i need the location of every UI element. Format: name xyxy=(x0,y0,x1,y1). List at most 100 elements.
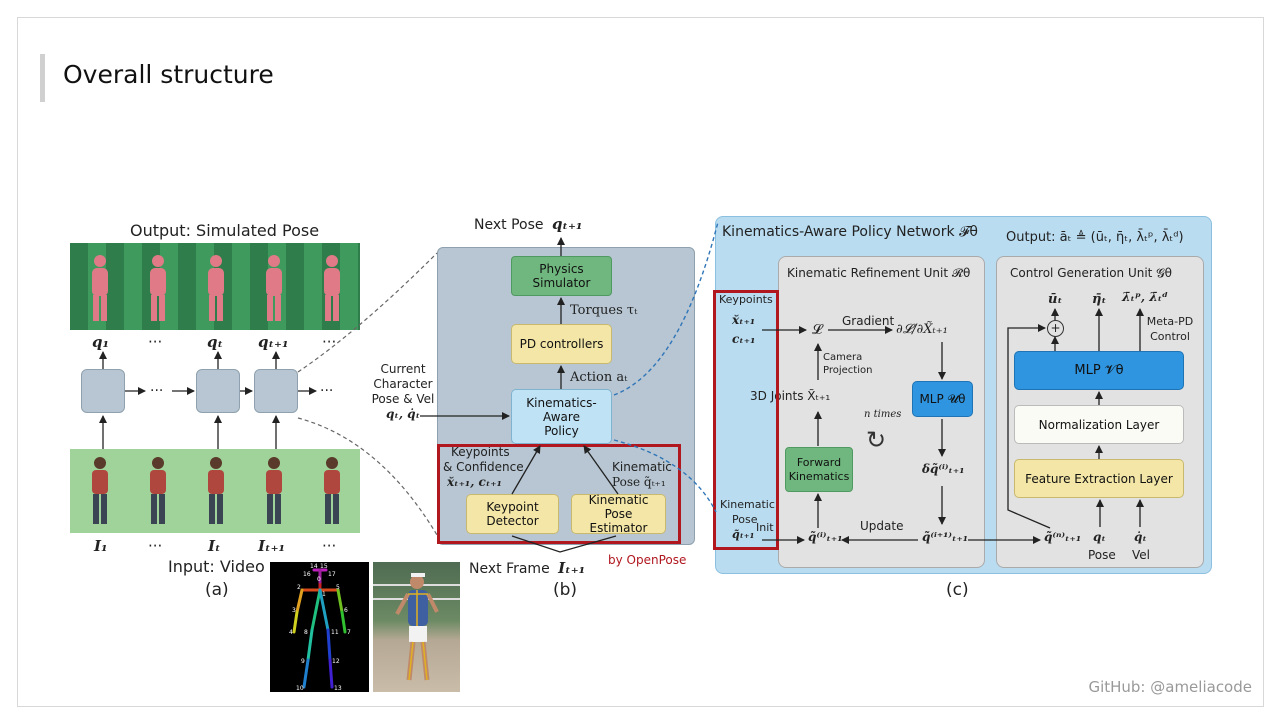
control-unit-title: Control Generation Unit 𝓖θ xyxy=(1010,266,1172,280)
keypoints-symbol-c: cₜ₊₁ xyxy=(732,332,756,346)
skeleton-num-12: 12 xyxy=(332,658,340,665)
q-label-dots-1: ··· xyxy=(148,333,163,351)
rnn-cell-t1 xyxy=(254,369,298,413)
rnn-cell-1 xyxy=(81,369,125,413)
skeleton-num-8: 8 xyxy=(304,629,308,636)
keypoints-confidence-label: Keypoints & Confidence x̆ₜ₊₁, cₜ₊₁ xyxy=(443,445,524,490)
simulated-figures xyxy=(92,255,340,321)
rnn-dots-1: ··· xyxy=(150,383,164,399)
title-accent-bar xyxy=(40,54,45,102)
skeleton-drawing: 14 15 16 17 0 1 2 5 3 6 4 7 8 11 9 12 10… xyxy=(289,563,351,692)
skeleton-num-17: 17 xyxy=(328,571,336,578)
physics-simulator-box: Physics Simulator xyxy=(511,256,612,296)
delta-q-symbol: δq̃⁽ⁱ⁾ₜ₊₁ xyxy=(922,462,965,476)
i-label-t1: Iₜ₊₁ xyxy=(258,537,286,555)
forward-kinematics-box: Forward Kinematics xyxy=(785,447,853,492)
kinematic-pose-label-c: Kinematic Pose q̃ₜ₊₁ xyxy=(720,497,775,542)
loss-symbol: 𝓛 xyxy=(812,322,823,338)
output-lambda-symbol: λ̄ₜᵖ, λ̄ₜᵈ xyxy=(1122,290,1169,304)
next-frame-text: Next Frame xyxy=(469,561,550,577)
next-pose-text: Next Pose xyxy=(474,217,544,233)
loop-arrow-icon: ↻ xyxy=(866,426,887,454)
output-u-symbol: ūₜ xyxy=(1048,292,1063,307)
current-line1: Current xyxy=(380,362,426,376)
q-i-symbol: q̃⁽ⁱ⁾ₜ₊₁ xyxy=(808,530,843,544)
skeleton-num-11: 11 xyxy=(331,629,339,636)
rnn-dots-2: ··· xyxy=(320,383,334,399)
slide-title: Overall structure xyxy=(63,60,274,89)
next-pose-label: Next Pose qₜ₊₁ xyxy=(474,215,582,233)
i-label-t: Iₜ xyxy=(208,537,221,555)
skeleton-num-4: 4 xyxy=(289,629,293,636)
output-simulated-pose-label: Output: Simulated Pose xyxy=(130,221,320,240)
output-eta-symbol: η̄ₜ xyxy=(1092,292,1107,307)
skeleton-num-2: 2 xyxy=(297,584,301,591)
current-symbol: qₜ, q̇ₜ xyxy=(385,407,421,421)
next-pose-symbol: qₜ₊₁ xyxy=(551,215,583,233)
skeleton-num-1: 1 xyxy=(322,591,326,598)
next-frame-label: Next Frame Iₜ₊₁ xyxy=(469,559,585,577)
kin-pose-c-line1: Kinematic xyxy=(720,498,775,511)
skeleton-num-14: 14 xyxy=(310,563,318,570)
normalization-layer-box: Normalization Layer xyxy=(1014,405,1184,444)
skeleton-num-3: 3 xyxy=(292,607,296,614)
init-label: Init xyxy=(756,521,774,534)
panel-b-caption: (b) xyxy=(553,580,578,600)
openpose-skeleton-image: 14 15 16 17 0 1 2 5 3 6 4 7 8 11 9 12 10… xyxy=(270,562,369,692)
q-label-1: q₁ xyxy=(92,333,110,351)
skeleton-num-9: 9 xyxy=(301,658,305,665)
panel-a-caption: (a) xyxy=(205,580,229,600)
camera-projection-label: Camera Projection xyxy=(823,352,873,376)
input-video-label: Input: Video xyxy=(168,557,265,576)
i-label-dots-1: ··· xyxy=(148,537,163,555)
n-times-label: n times xyxy=(864,409,902,420)
kin-pose-c-line2: Pose xyxy=(732,513,758,526)
update-label: Update xyxy=(860,519,904,533)
skeleton-num-15: 15 xyxy=(320,563,328,570)
kp-conf-line2: & Confidence xyxy=(443,460,524,474)
q-t-symbol: qₜ xyxy=(1093,530,1106,544)
skeleton-num-16: 16 xyxy=(303,571,311,578)
q-label-t: qₜ xyxy=(207,333,224,351)
skeleton-num-7: 7 xyxy=(347,629,351,636)
feature-extraction-layer-box: Feature Extraction Layer xyxy=(1014,459,1184,498)
next-frame-symbol: Iₜ₊₁ xyxy=(558,559,586,577)
openpose-note: by OpenPose xyxy=(608,553,687,567)
kinematic-input-highlight-box xyxy=(713,290,779,550)
tennis-player-photo xyxy=(373,562,460,692)
keypoints-symbol-x: x̆ₜ₊₁ xyxy=(732,313,756,327)
kp-conf-line1: Keypoints xyxy=(451,445,510,459)
kin-pose-c-symbol: q̃ₜ₊₁ xyxy=(732,528,755,541)
github-footer: GitHub: @ameliacode xyxy=(1088,678,1252,696)
q-label-t1: qₜ₊₁ xyxy=(258,333,289,351)
skeleton-num-10: 10 xyxy=(296,685,304,692)
tennis-player-drawing xyxy=(373,573,460,681)
skeleton-num-5: 5 xyxy=(336,584,340,591)
skeleton-num-6: 6 xyxy=(344,607,348,614)
video-figures xyxy=(92,457,340,524)
current-line2: Character xyxy=(373,377,433,391)
skeleton-num-13: 13 xyxy=(334,685,342,692)
pd-controllers-box: PD controllers xyxy=(511,324,612,364)
kp-conf-symbol: x̆ₜ₊₁, cₜ₊₁ xyxy=(447,475,502,489)
3d-joints-label: 3D Joints X̃ₜ₊₁ xyxy=(750,389,831,403)
action-label: Action aₜ xyxy=(570,370,628,385)
gradient-label: Gradient xyxy=(842,314,895,328)
refinement-unit-title: Kinematic Refinement Unit 𝓡θ xyxy=(787,266,971,280)
gradient-symbol: ∂𝓛/∂X̃ₜ₊₁ xyxy=(896,322,948,337)
kinematics-aware-policy-box: Kinematics-Aware Policy xyxy=(511,389,612,444)
pose-input-label: Pose xyxy=(1088,548,1116,562)
input-video-strip xyxy=(70,449,360,533)
mlp-u-box: MLP 𝓤θ xyxy=(912,381,973,417)
torques-label: Torques τₜ xyxy=(570,303,638,318)
q-n-symbol: q̃⁽ⁿ⁾ₜ₊₁ xyxy=(1044,530,1082,544)
q-i1-symbol: q̃⁽ⁱ⁺¹⁾ₜ₊₁ xyxy=(922,530,969,544)
keypoints-label-c: Keypoints xyxy=(719,293,773,306)
meta-pd-label: Meta-PD Control xyxy=(1146,315,1194,343)
keypoint-detector-box: Keypoint Detector xyxy=(466,494,559,534)
current-line3: Pose & Vel xyxy=(371,392,435,406)
mlp-v-box: MLP 𝓥θ xyxy=(1014,351,1184,390)
policy-network-title: Kinematics-Aware Policy Network 𝓕θ xyxy=(722,224,978,240)
openpose-highlight-box xyxy=(437,444,681,544)
network-output-label: Output: āₜ ≜ (ūₜ, η̄ₜ, λ̄ₜᵖ, λ̄ₜᵈ) xyxy=(1006,230,1184,245)
